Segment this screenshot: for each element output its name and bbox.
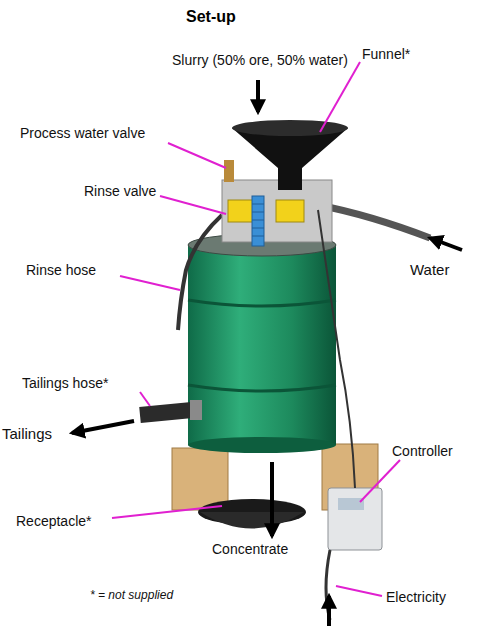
hose-fitting <box>190 400 202 420</box>
diagram-title: Set-up <box>186 8 236 26</box>
part-label: Controller <box>392 443 453 459</box>
water-hose <box>318 205 430 238</box>
part-label: Rinse hose <box>26 262 96 278</box>
part-label: Slurry (50% ore, 50% water) <box>172 52 348 68</box>
part-label: Concentrate <box>212 541 288 557</box>
part-label: Funnel* <box>362 46 410 62</box>
tailings-hose <box>140 410 192 415</box>
valve-assembly <box>222 160 332 246</box>
part-label: Tailings hose* <box>22 375 108 391</box>
part-label: Process water valve <box>20 125 145 141</box>
leader-line <box>112 62 400 596</box>
funnel <box>232 120 348 190</box>
wood-block <box>172 444 378 510</box>
part-label: Receptacle* <box>16 513 92 529</box>
drum <box>188 234 336 453</box>
part-label: Rinse valve <box>84 183 156 199</box>
rinse-hose <box>178 215 222 330</box>
receptacle <box>198 499 306 529</box>
controller <box>318 210 382 620</box>
part-label: Water <box>410 262 449 278</box>
flow-arrow <box>72 80 462 626</box>
part-label: Electricity <box>386 589 446 605</box>
part-label: Tailings <box>2 426 52 442</box>
part-label: * = not supplied <box>90 587 173 603</box>
